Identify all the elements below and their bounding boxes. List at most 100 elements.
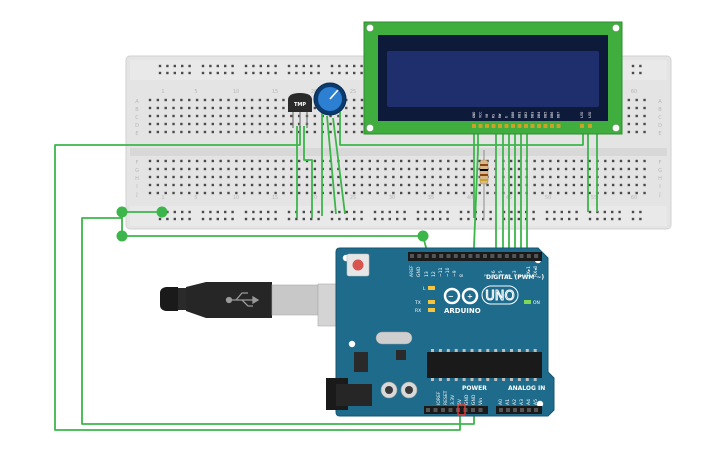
pin-label: GND (416, 266, 422, 277)
chip-leg (462, 349, 466, 352)
breadboard-hole (580, 167, 583, 171)
breadboard-hole (462, 159, 466, 163)
col-num-top: 1 (161, 89, 164, 95)
rail-hole (216, 64, 219, 68)
breadboard-hole (172, 175, 175, 179)
chip-leg (525, 349, 529, 352)
selected-pin-highlight[interactable] (457, 404, 466, 416)
rail-hole (252, 71, 255, 75)
breadboard-hole (313, 167, 317, 171)
junction-node[interactable] (417, 230, 429, 242)
on-label: ON (533, 300, 540, 306)
wire-5v-return[interactable] (81, 217, 475, 425)
led-on (524, 300, 531, 304)
breadboard-hole (329, 114, 332, 118)
breadboard-hole (627, 114, 631, 118)
header-pin (520, 408, 524, 412)
breadboard-hole (439, 191, 442, 195)
breadboard-hole (604, 191, 607, 195)
breadboard-hole (219, 159, 222, 163)
capacitor-top (405, 386, 413, 394)
breadboard-hole (619, 191, 623, 195)
rail-hole (158, 71, 162, 75)
junction-node[interactable] (116, 230, 128, 242)
breadboard-hole (588, 175, 591, 179)
breadboard-hole (384, 159, 387, 163)
breadboard-hole (572, 159, 576, 163)
breadboard-hole (164, 175, 167, 179)
capacitor-top (385, 386, 393, 394)
breadboard-hole (572, 175, 576, 179)
analog-header (496, 406, 542, 414)
breadboard-hole (392, 167, 395, 171)
row-letter: A (135, 99, 139, 105)
reset-button-cap[interactable] (352, 259, 364, 271)
rail-hole (209, 71, 212, 75)
wire-pot-to-lcd-v0[interactable] (339, 112, 584, 146)
lcd-pin-label: RS (492, 114, 496, 118)
breadboard-hole (604, 159, 607, 163)
potentiometer[interactable] (313, 82, 347, 116)
breadboard-hole (635, 191, 638, 195)
temperature-sensor[interactable]: TMP (288, 93, 312, 128)
rail-hole (209, 64, 212, 68)
breadboard-hole (352, 183, 356, 187)
breadboard-hole (180, 130, 183, 134)
rail-hole (510, 210, 513, 214)
breadboard-hole (188, 175, 191, 179)
rail-hole (310, 64, 313, 68)
breadboard-hole (423, 191, 426, 195)
breadboard-hole (274, 106, 277, 110)
pin-label: A1 (505, 399, 511, 405)
pin-label: A3 (519, 399, 525, 405)
junction-node[interactable] (116, 206, 128, 218)
breadboard-hole (423, 183, 426, 187)
breadboard-hole (258, 183, 262, 187)
row-letters-right: A B C D E F G H I J (658, 99, 662, 198)
lcd-display: GND VCC V0 RS RW E DB0 DB1 DB2 DB3 DB4 D… (363, 21, 623, 135)
wire-sensor-out[interactable] (303, 126, 313, 218)
rail-hole (532, 217, 535, 221)
breadboard-hole (250, 122, 254, 126)
wire-pot-2[interactable] (326, 115, 337, 215)
breadboard-hole (164, 98, 167, 102)
logo-minus: − (448, 293, 454, 301)
resistor[interactable] (479, 150, 489, 220)
digital-label: DIGITAL (PWM ~) (486, 274, 544, 281)
breadboard-hole (172, 106, 175, 110)
arduino-uno[interactable]: AREF GND 13 12 ~11 ~10 ~9 8 7 ~6 ~5 4 ~3… (326, 247, 555, 417)
rail-hole (639, 210, 642, 214)
pin-label: 8 (459, 274, 465, 277)
header-pin (519, 254, 524, 258)
breadboard-hole (266, 98, 269, 102)
power-pin-labels: IOREF RESET 3.3V 5V GND GND Vin (436, 390, 484, 405)
breadboard-hole (407, 183, 411, 187)
breadboard-hole (635, 183, 638, 187)
breadboard-hole (635, 167, 638, 171)
header-pin (441, 408, 445, 412)
rail-hole (274, 210, 277, 214)
mount-hole (366, 24, 374, 32)
breadboard-hole (619, 159, 623, 163)
breadboard-hole (384, 167, 387, 171)
rail-hole (416, 210, 420, 214)
chip-leg (478, 349, 482, 352)
breadboard-hole (360, 191, 364, 195)
breadboard-hole (478, 191, 481, 195)
wire-sensor-left-to-gnd[interactable] (54, 126, 461, 431)
breadboard-hole (329, 167, 332, 171)
rail-hole (353, 217, 356, 221)
breadboard-hole (360, 175, 364, 179)
pin-label: 4 (505, 274, 511, 277)
rail-hole (345, 210, 348, 214)
breadboard-hole (580, 183, 583, 187)
voltage-regulator (354, 352, 368, 372)
rail-hole (545, 210, 549, 214)
wire-pot-3[interactable] (332, 117, 346, 215)
junction-node[interactable] (156, 206, 168, 218)
chip-leg (438, 349, 442, 352)
chip-leg (446, 349, 450, 352)
breadboard-hole (172, 191, 175, 195)
breadboard-hole (290, 159, 293, 163)
rail-hole (259, 71, 262, 75)
